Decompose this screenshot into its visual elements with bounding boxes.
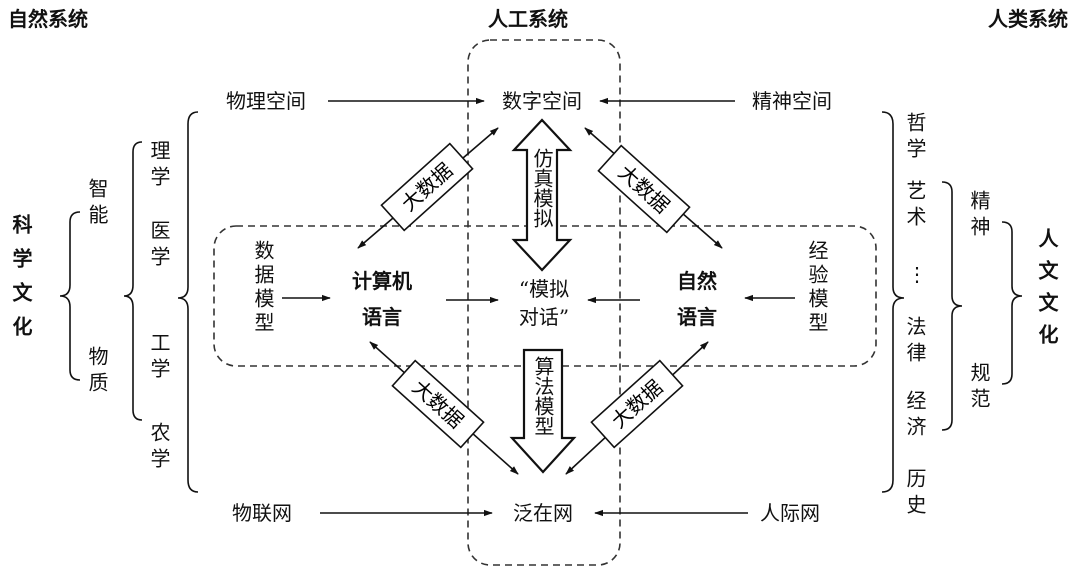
computer-language-line-2: 语言 bbox=[362, 305, 402, 329]
center-dashed-box bbox=[213, 225, 877, 367]
algorithm-down-arrow bbox=[509, 348, 577, 474]
ubiquitous-network: 泛在网 bbox=[513, 501, 573, 525]
intelligence: 智能 bbox=[85, 178, 109, 230]
left-bracket-sciences bbox=[123, 141, 143, 421]
simulation-double-arrow bbox=[511, 118, 573, 272]
physical-space: 物理空间 bbox=[226, 89, 306, 113]
header-artificial-system: 人工系统 bbox=[488, 7, 568, 31]
discipline-history: 历史 bbox=[903, 468, 927, 520]
interpersonal-network: 人际网 bbox=[760, 501, 820, 525]
norms: 规范 bbox=[967, 362, 991, 414]
right-bracket-culture bbox=[1001, 221, 1023, 385]
computer-language-line-1: 计算机 bbox=[352, 269, 412, 293]
right-bracket-disciplines bbox=[941, 181, 963, 431]
header-natural-system: 自然系统 bbox=[8, 7, 88, 31]
data-model: 数据模型 bbox=[251, 240, 275, 336]
humanistic-culture: 人文文化 bbox=[1035, 228, 1059, 356]
discipline-philosophy: 哲学 bbox=[903, 112, 927, 164]
big-data-box-top-left bbox=[380, 142, 474, 232]
spiritual-space: 精神空间 bbox=[752, 89, 832, 113]
left-bracket-culture bbox=[59, 211, 81, 381]
natural-language-line-2: 语言 bbox=[677, 305, 717, 329]
science-engineering: 工学 bbox=[147, 332, 171, 384]
matter: 物质 bbox=[85, 346, 109, 398]
digital-space: 数字空间 bbox=[502, 89, 582, 113]
science-physics: 理学 bbox=[147, 140, 171, 192]
left-bracket-outer bbox=[177, 111, 199, 493]
simulated-dialogue-line-2: 对话” bbox=[518, 305, 570, 329]
discipline-law: 法律 bbox=[903, 316, 927, 368]
header-human-system: 人类系统 bbox=[988, 7, 1068, 31]
science-culture: 科学文化 bbox=[9, 214, 33, 350]
spirit: 精神 bbox=[967, 190, 991, 242]
simulation-label: 仿真模拟 bbox=[530, 148, 554, 228]
right-bracket-outer bbox=[881, 111, 905, 493]
big-data-box-bottom-right bbox=[590, 359, 684, 449]
science-medicine: 医学 bbox=[147, 220, 171, 272]
experience-model: 经验模型 bbox=[805, 240, 829, 336]
discipline-ellipsis: ⋮ bbox=[905, 262, 929, 286]
discipline-economics: 经济 bbox=[903, 390, 927, 442]
simulated-dialogue-line-1: “模拟 bbox=[518, 277, 570, 301]
natural-language-line-1: 自然 bbox=[677, 269, 717, 293]
algorithm-model-label: 算法模型 bbox=[531, 356, 555, 436]
science-agriculture: 农学 bbox=[147, 422, 171, 474]
artificial-system-dashed-box bbox=[467, 39, 621, 566]
discipline-art: 艺术 bbox=[903, 180, 927, 232]
big-data-box-top-right bbox=[597, 144, 691, 234]
big-data-box-bottom-left bbox=[391, 359, 485, 449]
internet-of-things: 物联网 bbox=[232, 501, 292, 525]
